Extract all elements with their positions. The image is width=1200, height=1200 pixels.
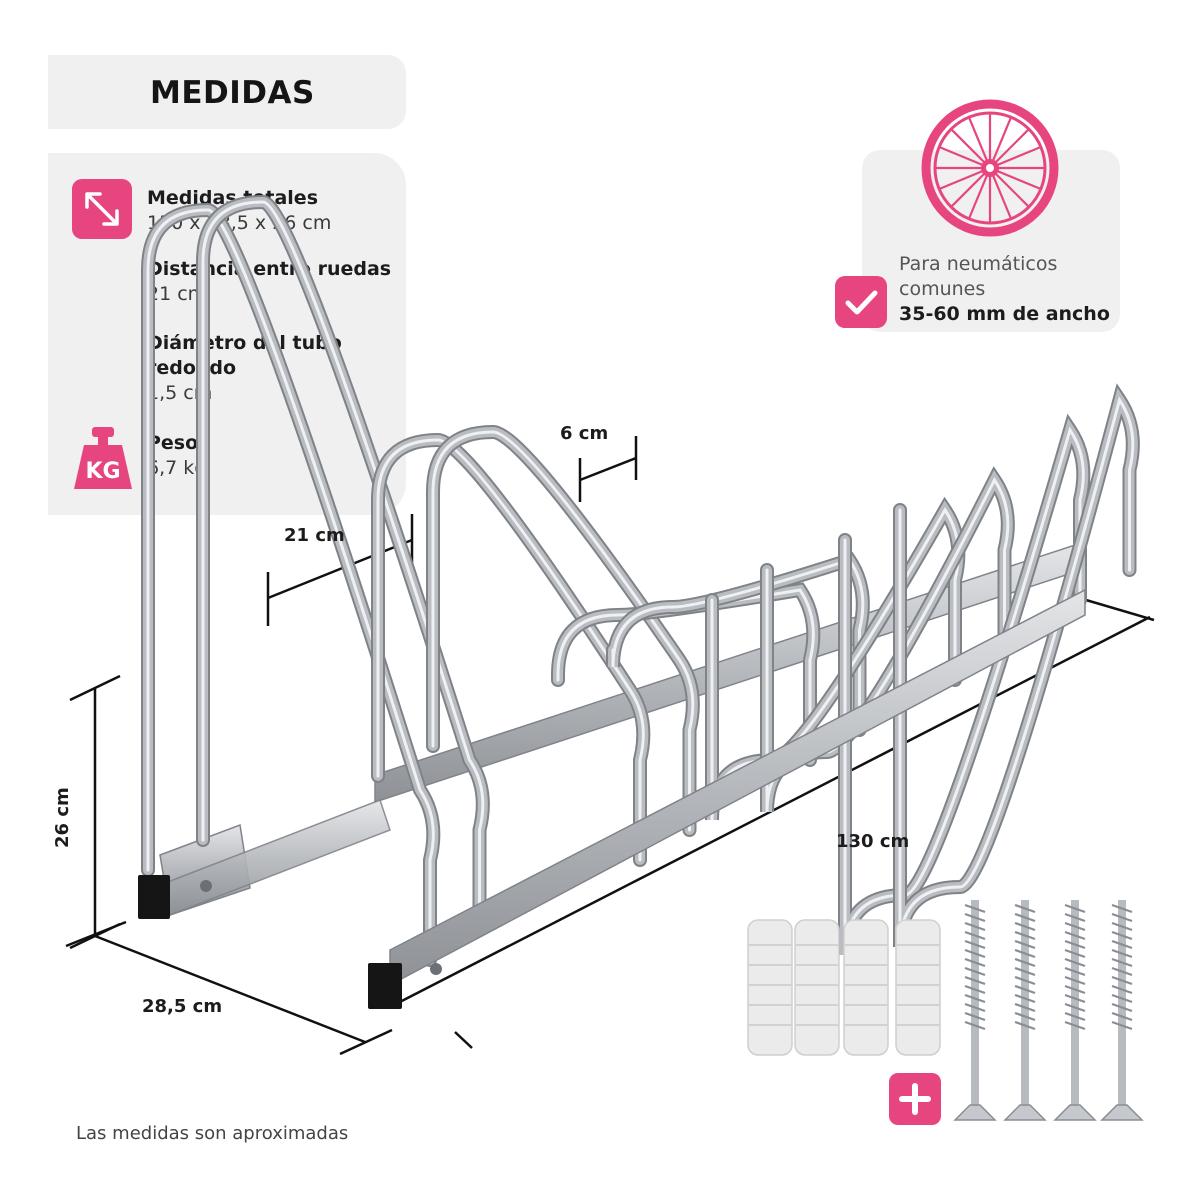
rack-loop bbox=[551, 551, 870, 767]
specs-panel: Medidas totales 130 x 28,5 x 26 cm Dista… bbox=[48, 153, 406, 515]
dimension-lines bbox=[65, 436, 1155, 1056]
screw bbox=[1100, 900, 1144, 1121]
height-dimension: 26 cm bbox=[52, 787, 73, 848]
wall-dowel bbox=[747, 919, 793, 1056]
tire-note: Para neumáticos comunes 35-60 mm de anch… bbox=[899, 252, 1110, 327]
wheel-distance-dimension: 21 cm bbox=[284, 525, 345, 546]
spec-label: Diámetro del tubo redondo bbox=[147, 332, 342, 379]
bicycle-wheel-icon bbox=[921, 99, 1059, 237]
weight-kg-icon: KG bbox=[74, 427, 132, 489]
wall-dowel bbox=[794, 919, 840, 1056]
rack-loop bbox=[371, 424, 700, 867]
end-cap bbox=[138, 875, 170, 919]
tire-note-line2: comunes bbox=[899, 278, 986, 300]
tire-note-line1: Para neumáticos bbox=[899, 253, 1058, 275]
spec-value: 1,5 cm bbox=[147, 382, 213, 404]
rack-loop bbox=[141, 194, 490, 967]
diagonal-arrow-icon bbox=[72, 179, 132, 239]
page-title: MEDIDAS bbox=[150, 75, 315, 111]
screw bbox=[1003, 900, 1047, 1121]
spec-label: Peso bbox=[147, 432, 199, 454]
footnote: Las medidas son aproximadas bbox=[76, 1123, 349, 1144]
gap-dimension: 6 cm bbox=[560, 423, 609, 444]
checkmark-icon bbox=[835, 276, 887, 328]
spec-weight: Peso 6,7 kg bbox=[147, 431, 397, 481]
width-dimension: 28,5 cm bbox=[142, 996, 223, 1017]
screw bbox=[953, 900, 997, 1121]
end-cap bbox=[368, 963, 402, 1009]
weight-kg-text: KG bbox=[85, 459, 120, 484]
rack-loop bbox=[838, 383, 1140, 956]
plus-icon bbox=[889, 1073, 941, 1125]
wall-dowel bbox=[895, 919, 941, 1056]
spec-value: 21 cm bbox=[147, 283, 207, 305]
spec-value: 6,7 kg bbox=[147, 457, 207, 479]
spec-tube-diameter: Diámetro del tubo redondo 1,5 cm bbox=[147, 331, 367, 406]
screws bbox=[953, 900, 1144, 1121]
title-panel: MEDIDAS bbox=[48, 55, 406, 129]
tire-note-width: 35-60 mm de ancho bbox=[899, 303, 1110, 325]
screw bbox=[1053, 900, 1097, 1121]
wall-dowels bbox=[747, 919, 941, 1056]
length-dimension: 130 cm bbox=[836, 831, 910, 852]
wall-dowel bbox=[843, 919, 889, 1056]
